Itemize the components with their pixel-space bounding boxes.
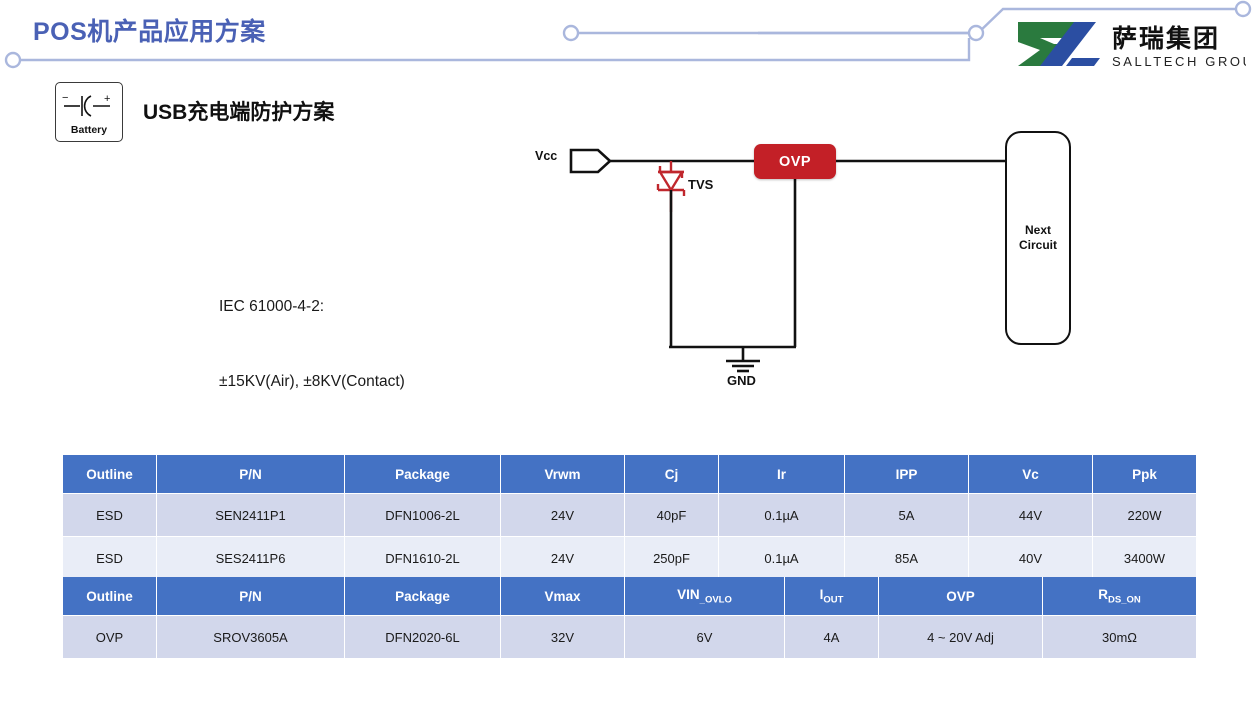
logo-mark	[1018, 22, 1100, 66]
svg-text:+: +	[104, 93, 110, 105]
table-row: ESD SEN2411P1 DFN1006-2L 24V 40pF 0.1µA …	[62, 493, 1197, 537]
next-circuit-line2: Circuit	[1018, 238, 1057, 252]
cell-iout: 4A	[784, 615, 879, 659]
col-vin-ovlo: VIN_OVLO	[624, 577, 785, 616]
cell-pn: SES2411P6	[156, 536, 345, 580]
cell-ipp: 5A	[844, 493, 969, 537]
salltech-logo: 萨瑞集团 SALLTECH GROUP	[1018, 22, 1246, 69]
cell-package: DFN1610-2L	[344, 536, 501, 580]
logo-cn-name: 萨瑞集团	[1112, 24, 1220, 53]
ovp-parameters-table: Outline P/N Package Vmax VIN_OVLO IOUT O…	[62, 577, 1197, 659]
col-ir: Ir	[718, 455, 845, 494]
col-rds-on: RDS_ON	[1042, 577, 1197, 616]
next-circuit-label: Next Circuit	[1019, 223, 1057, 253]
ovp-block: OVP	[754, 144, 836, 179]
cell-vc: 44V	[968, 493, 1093, 537]
col-cj: Cj	[624, 455, 719, 494]
col-package: Package	[344, 577, 501, 616]
col-ipp: IPP	[844, 455, 969, 494]
cell-vrwm: 24V	[500, 536, 625, 580]
cell-cj: 40pF	[624, 493, 719, 537]
cell-cj: 250pF	[624, 536, 719, 580]
cell-vrwm: 24V	[500, 493, 625, 537]
table-header-row: Outline P/N Package Vmax VIN_OVLO IOUT O…	[62, 577, 1197, 616]
col-vrwm: Vrwm	[500, 455, 625, 494]
vcc-label: Vcc	[535, 149, 558, 163]
battery-chip-label: Battery	[70, 124, 108, 136]
cell-ir: 0.1µA	[718, 536, 845, 580]
cell-ppk: 220W	[1092, 493, 1197, 537]
tvs-label: TVS	[688, 177, 714, 192]
cell-ppk: 3400W	[1092, 536, 1197, 580]
table-row: ESD SES2411P6 DFN1610-2L 24V 250pF 0.1µA…	[62, 536, 1197, 580]
table-row: OVP SROV3605A DFN2020-6L 32V 6V 4A 4 ~ 2…	[62, 615, 1197, 659]
cell-pn: SEN2411P1	[156, 493, 345, 537]
cell-ovp: 4 ~ 20V Adj	[878, 615, 1043, 659]
cell-vmax: 32V	[500, 615, 625, 659]
esd-parameters-table: Outline P/N Package Vrwm Cj Ir IPP Vc Pp…	[62, 455, 1197, 580]
table-header-row: Outline P/N Package Vrwm Cj Ir IPP Vc Pp…	[62, 455, 1197, 494]
iec-note-line1: IEC 61000-4-2:	[219, 298, 325, 315]
battery-icon: − +	[62, 92, 110, 117]
col-ovp: OVP	[878, 577, 1043, 616]
col-outline: Outline	[62, 455, 157, 494]
col-pn: P/N	[156, 577, 345, 616]
circuit-schematic	[569, 148, 1006, 373]
cell-vc: 40V	[968, 536, 1093, 580]
cell-package: DFN1006-2L	[344, 493, 501, 537]
col-ppk: Ppk	[1092, 455, 1197, 494]
cell-outline: ESD	[62, 536, 157, 580]
cell-vin-ovlo: 6V	[624, 615, 785, 659]
cell-pn: SROV3605A	[156, 615, 345, 659]
col-package: Package	[344, 455, 501, 494]
section-subtitle: USB充电端防护方案	[143, 101, 335, 124]
col-pn: P/N	[156, 455, 345, 494]
iec-note: IEC 61000-4-2: ±15KV(Air), ±8KV(Contact)	[219, 244, 405, 419]
battery-chip: − + Battery	[55, 82, 123, 142]
col-vc: Vc	[968, 455, 1093, 494]
cell-rds-on: 30mΩ	[1042, 615, 1197, 659]
gnd-label: GND	[727, 373, 756, 388]
cell-outline: OVP	[62, 615, 157, 659]
cell-ir: 0.1µA	[718, 493, 845, 537]
next-circuit-block: Next Circuit	[1005, 131, 1071, 345]
next-circuit-line1: Next	[1024, 223, 1051, 237]
col-iout: IOUT	[784, 577, 879, 616]
svg-text:−: −	[62, 92, 68, 104]
iec-note-line2: ±15KV(Air), ±8KV(Contact)	[219, 373, 405, 390]
col-outline: Outline	[62, 577, 157, 616]
cell-outline: ESD	[62, 493, 157, 537]
col-vmax: Vmax	[500, 577, 625, 616]
logo-en-name: SALLTECH GROUP	[1112, 54, 1246, 69]
cell-ipp: 85A	[844, 536, 969, 580]
cell-package: DFN2020-6L	[344, 615, 501, 659]
ovp-block-label: OVP	[778, 153, 812, 170]
